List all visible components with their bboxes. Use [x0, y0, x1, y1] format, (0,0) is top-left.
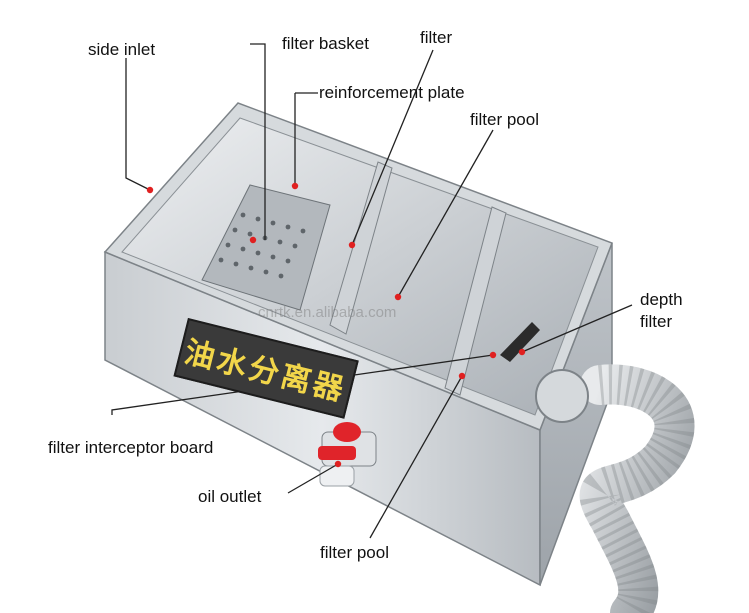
- label-filter-interceptor-board: filter interceptor board: [48, 438, 213, 458]
- label-side-inlet: side inlet: [88, 40, 155, 60]
- marker-filter-basket: [250, 237, 256, 243]
- marker-side-inlet: [147, 187, 153, 193]
- label-reinforcement-plate: reinforcement plate: [319, 83, 465, 103]
- label-oil-outlet: oil outlet: [198, 487, 261, 507]
- outlet-flange: [536, 370, 588, 422]
- label-filter: filter: [420, 28, 452, 48]
- marker-depth-filter: [519, 349, 525, 355]
- label-filter-pool-top: filter pool: [470, 110, 539, 130]
- marker-filter: [349, 242, 355, 248]
- marker-filter-pool-top: [395, 294, 401, 300]
- label-depth-filter: filter: [640, 312, 672, 332]
- marker-filter-interceptor-board: [490, 352, 496, 358]
- label-filter-basket: filter basket: [282, 34, 369, 54]
- marker-oil-outlet: [335, 461, 341, 467]
- watermark: cnrtk.en.alibaba.com: [258, 304, 396, 321]
- marker-reinforcement-plate: [292, 183, 298, 189]
- label-depth: depth: [640, 290, 683, 310]
- label-filter-pool-bottom: filter pool: [320, 543, 389, 563]
- marker-filter-pool-bottom: [459, 373, 465, 379]
